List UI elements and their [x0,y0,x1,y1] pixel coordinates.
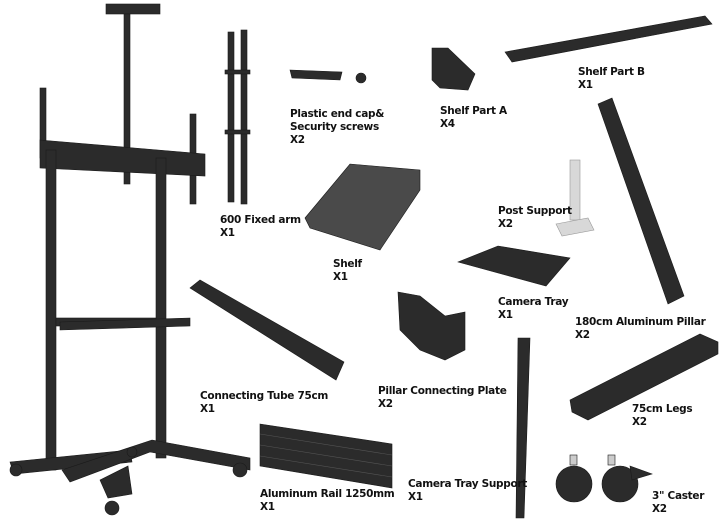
part-qty: X2 [652,503,667,515]
shelf-part-a-image [431,47,476,91]
part-qty: X2 [632,416,647,428]
shelf-image [304,163,421,251]
plastic-end-cap-image [289,69,367,84]
camera-tray-support-image [515,337,531,519]
part-name: 3" Caster [652,490,705,502]
part-qty: X1 [498,309,513,321]
part-name: Plastic end cap& [290,108,385,120]
pillar-connecting-plate-image [397,291,466,361]
legs-image [569,333,719,421]
post-support-image [555,159,595,237]
part-name: Connecting Tube 75cm [200,390,329,402]
part-name: Shelf Part B [578,66,645,78]
part-qty: X4 [440,118,455,130]
aluminum-pillar-image [597,97,685,305]
part-name: 600 Fixed arm [220,214,301,226]
part-name: Camera Tray [498,296,569,308]
part-name: Pillar Connecting Plate [378,385,507,397]
aluminum-rail-image [259,423,393,489]
part-qty: X1 [578,79,593,91]
part-name: Shelf Part A [440,105,507,117]
part-qty: X2 [378,398,393,410]
part-qty: X1 [408,491,423,503]
shelf-part-b-image [504,15,713,63]
camera-tray-image [457,245,571,287]
part-qty: X1 [200,403,215,415]
part-qty: X1 [260,501,275,513]
part-qty: X2 [290,134,305,146]
assembled-stand-image [9,3,251,516]
part-qty: X2 [498,218,513,230]
part-qty: X2 [575,329,590,341]
caster-image [555,454,653,503]
fixed-arm-image [224,29,251,205]
part-name: Aluminum Rail 1250mm [260,488,395,500]
part-name: Camera Tray Support [408,478,528,490]
part-name: 180cm Aluminum Pillar [575,316,706,328]
part-name: Post Support [498,205,572,217]
part-qty: X1 [333,271,348,283]
part-name: Security screws [290,121,379,133]
part-name: 75cm Legs [632,403,693,415]
part-name: Shelf [333,258,362,270]
connecting-tube-image [189,279,345,381]
part-qty: X1 [220,227,235,239]
